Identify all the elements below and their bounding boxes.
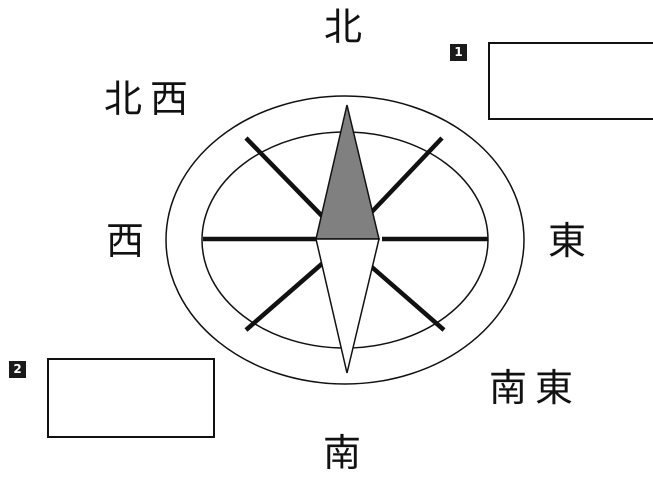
spoke-northwest [244, 136, 326, 220]
label-northwest: 北西 [104, 77, 197, 121]
spoke-northeast [364, 136, 444, 220]
box-number-badge-2: 2 [9, 361, 26, 378]
box-number-badge-1: 1 [450, 44, 467, 61]
compass-spokes [203, 136, 488, 332]
spoke-southeast [364, 260, 446, 332]
south-needle [315, 238, 380, 374]
answer-box-2[interactable] [47, 358, 215, 438]
label-north: 北 [324, 5, 371, 49]
spoke-southwest [244, 260, 326, 332]
label-southeast: 南東 [489, 366, 582, 410]
answer-box-1[interactable] [488, 42, 653, 120]
label-east: 東 [548, 219, 595, 263]
label-south: 南 [323, 431, 370, 475]
label-west: 西 [106, 219, 153, 263]
